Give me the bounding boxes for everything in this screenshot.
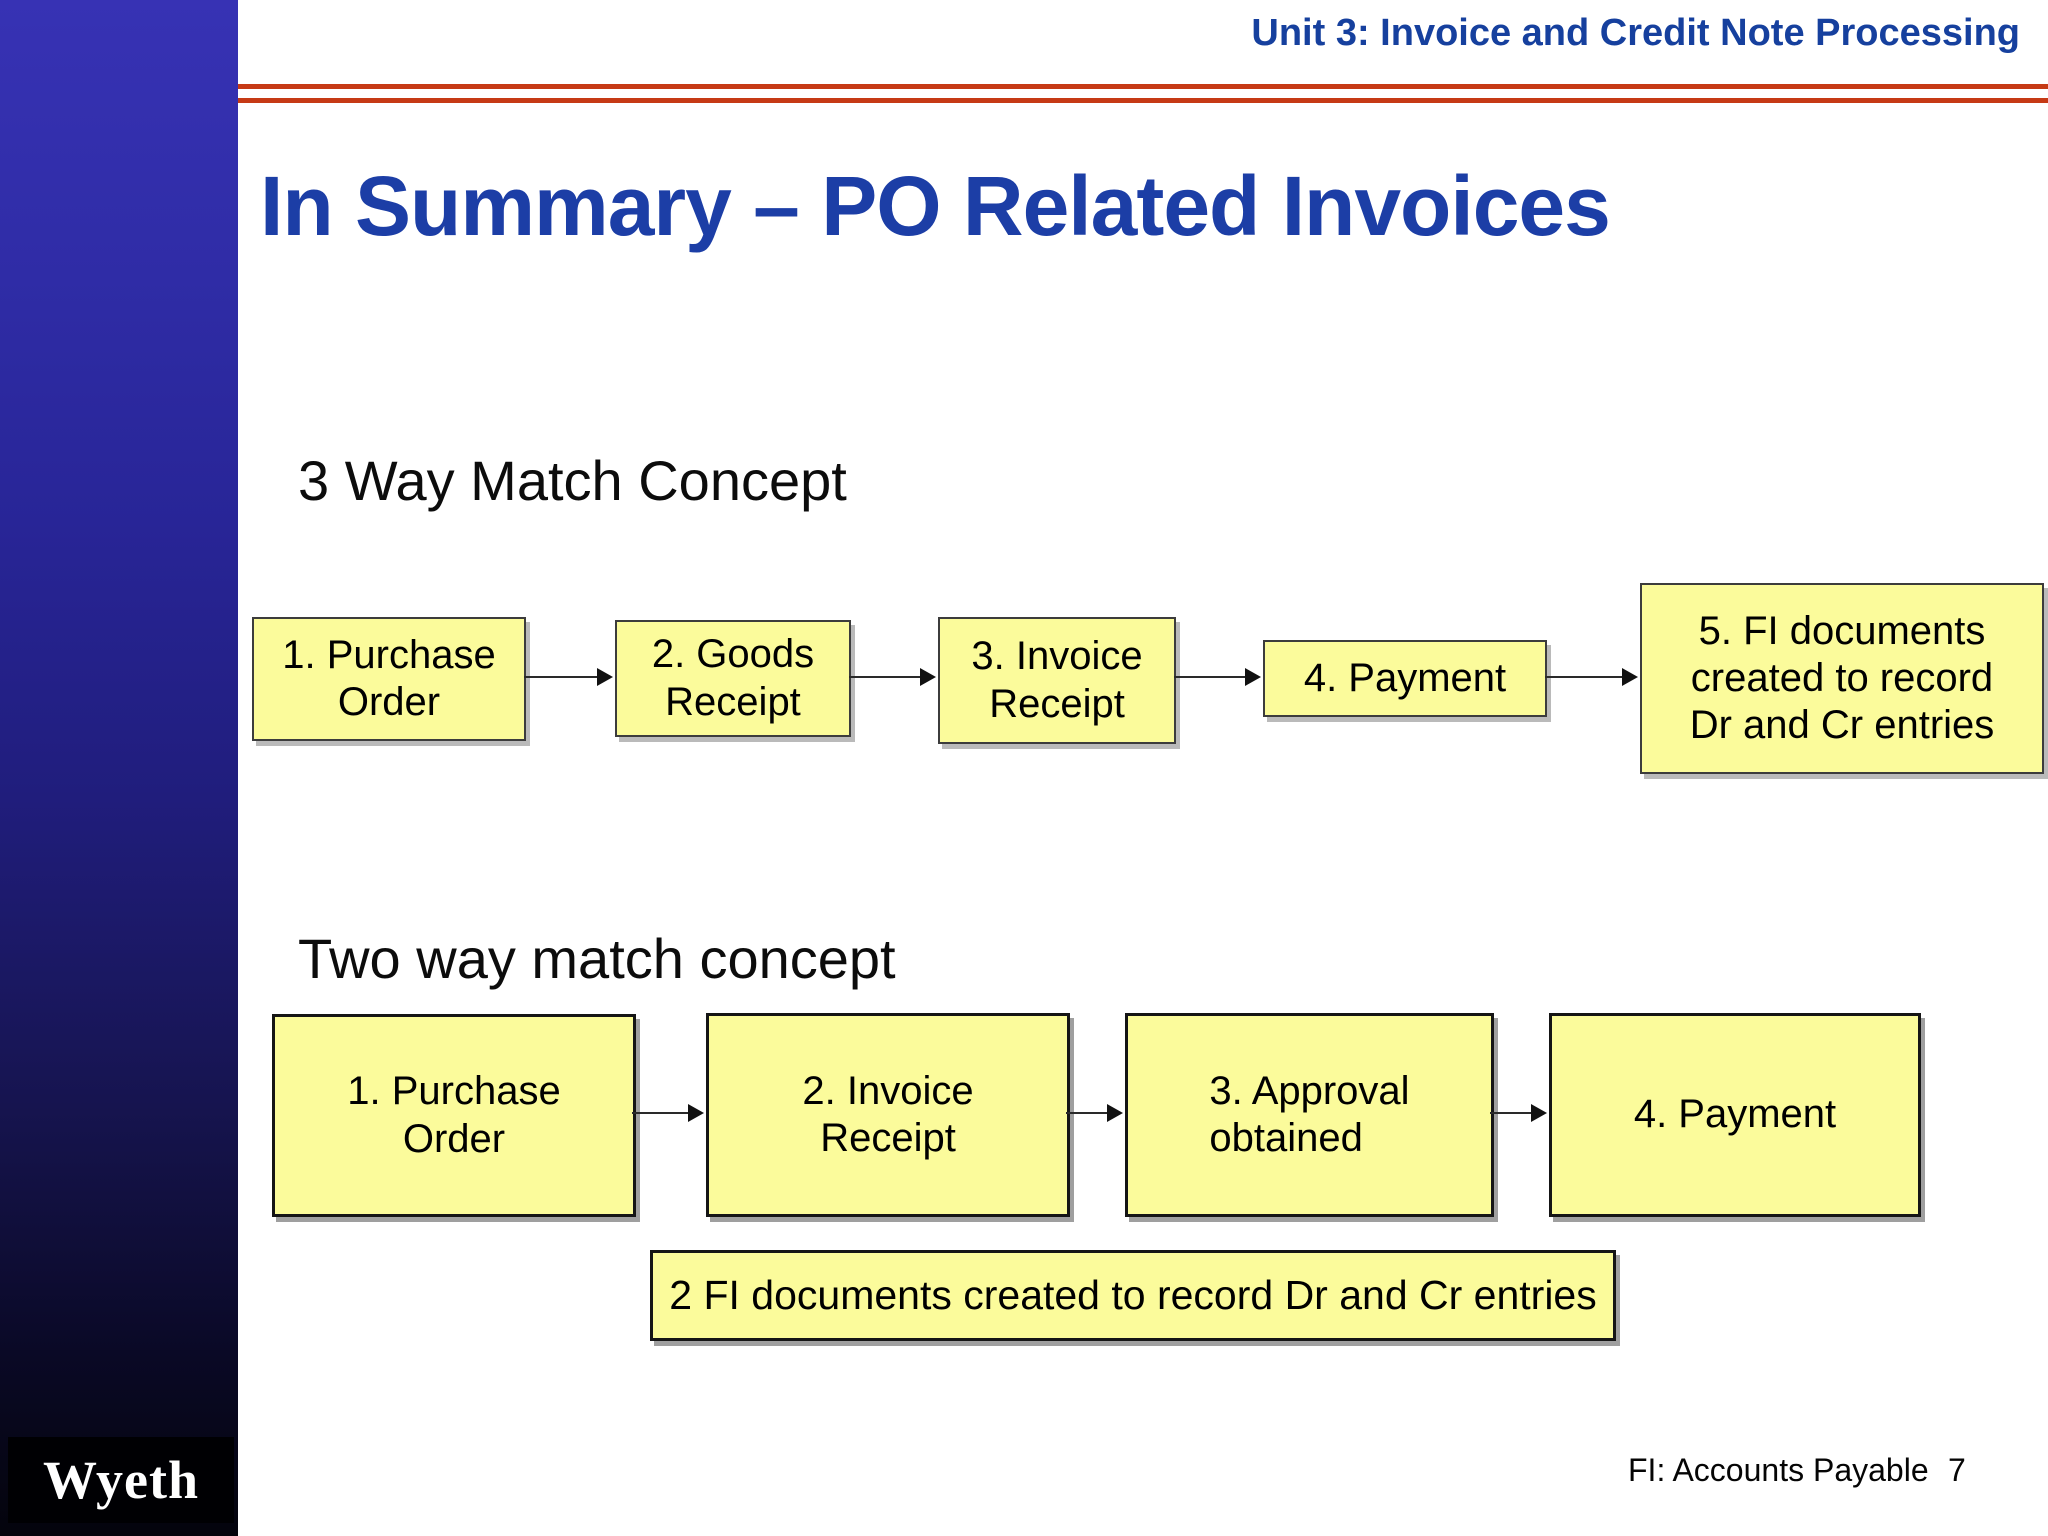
flow-box-payment: 4. Payment	[1263, 640, 1547, 717]
footer-course-name: FI: Accounts Payable	[1628, 1452, 1929, 1488]
header-divider-top	[238, 84, 2048, 89]
flow-box-label: 1. Purchase Order	[282, 632, 496, 724]
flow-box-goods-receipt: 2. Goods Receipt	[615, 620, 851, 737]
flow-box-payment: 4. Payment	[1549, 1013, 1921, 1217]
flow-box-label: 2. Goods Receipt	[651, 632, 815, 724]
flow-box-label: 4. Payment	[1303, 655, 1507, 700]
arrow-right-icon	[632, 1103, 704, 1123]
flow-box-label: 3. Approval obtained	[1209, 1068, 1410, 1160]
wyeth-logo: Wyeth	[8, 1437, 234, 1523]
flow-box-purchase-order: 1. Purchase Order	[272, 1014, 636, 1217]
flow-box-label: 1. Purchase Order	[347, 1069, 561, 1161]
arrow-right-icon	[849, 667, 936, 687]
flow-box-fi-documents: 5. FI documents created to record Dr and…	[1640, 583, 2044, 774]
flow-box-approval-obtained: 3. Approval obtained	[1125, 1013, 1494, 1217]
flow-box-invoice-receipt: 2. Invoice Receipt	[706, 1013, 1070, 1217]
arrow-right-icon	[524, 667, 613, 687]
footer-page-number: 7	[1948, 1452, 1966, 1488]
arrow-right-icon	[1545, 667, 1638, 687]
sidebar-gradient	[0, 0, 238, 1536]
note-bar-label: 2 FI documents created to record Dr and …	[669, 1272, 1597, 1318]
flow-box-label: 2. Invoice Receipt	[802, 1068, 974, 1160]
wyeth-logo-text: Wyeth	[43, 1450, 199, 1510]
flow-box-label: 3. Invoice Receipt	[971, 634, 1143, 726]
arrow-right-icon	[1174, 667, 1261, 687]
unit-header: Unit 3: Invoice and Credit Note Processi…	[1251, 12, 2020, 54]
fi-documents-note-bar: 2 FI documents created to record Dr and …	[650, 1250, 1616, 1341]
flow-box-invoice-receipt: 3. Invoice Receipt	[938, 617, 1176, 744]
flow-box-label: 5. FI documents created to record Dr and…	[1689, 608, 1995, 748]
arrow-right-icon	[1066, 1103, 1123, 1123]
flow-box-label: 4. Payment	[1633, 1092, 1837, 1137]
section-heading-two-way: Two way match concept	[298, 927, 896, 990]
header-divider-bottom	[238, 98, 2048, 103]
section-heading-three-way: 3 Way Match Concept	[298, 449, 847, 512]
flow-box-purchase-order: 1. Purchase Order	[252, 617, 526, 741]
arrow-right-icon	[1490, 1103, 1547, 1123]
page-title: In Summary – PO Related Invoices	[260, 159, 1611, 253]
